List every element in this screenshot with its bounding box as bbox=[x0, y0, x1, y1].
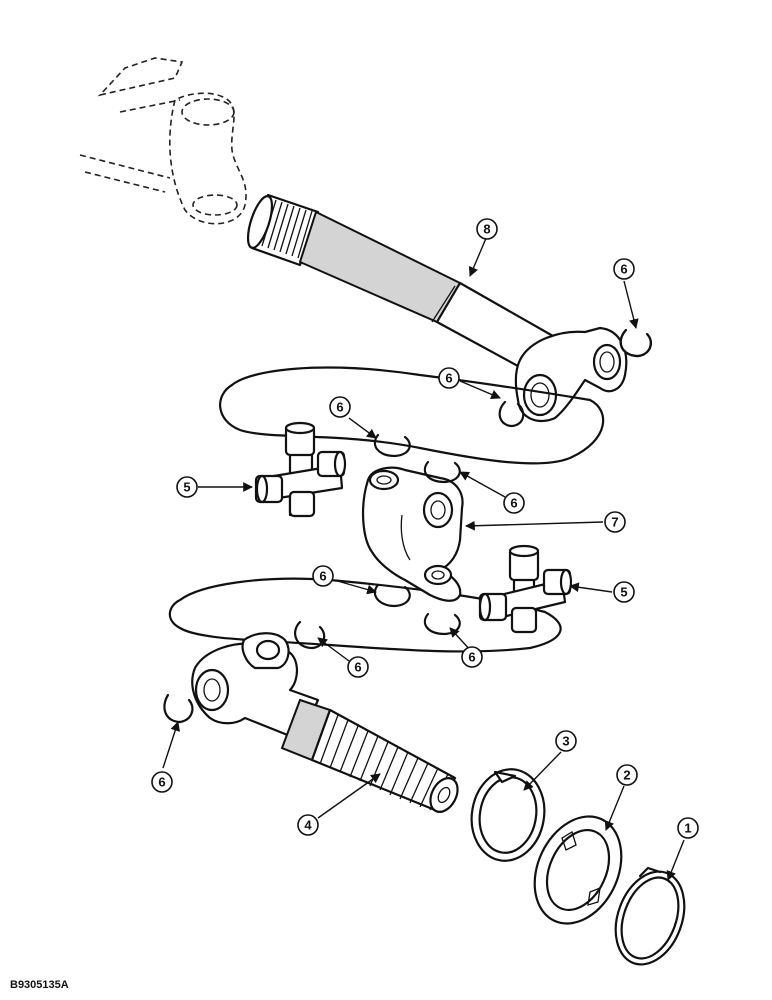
callout-6-e: 6 bbox=[312, 565, 334, 587]
callout-6-d: 6 bbox=[503, 492, 525, 514]
steering-knuckle-outline bbox=[79, 57, 247, 225]
callout-8: 8 bbox=[476, 218, 498, 240]
callout-3-label: 3 bbox=[562, 734, 569, 749]
callout-6-e-label: 6 bbox=[319, 569, 326, 584]
figure-reference-code: B9305135A bbox=[10, 979, 69, 991]
retaining-ring bbox=[614, 866, 686, 966]
callout-5-lower-label: 5 bbox=[620, 585, 627, 600]
universal-joint-cross-upper bbox=[254, 421, 347, 518]
callout-2-label: 2 bbox=[623, 768, 630, 783]
callout-6-b: 6 bbox=[438, 367, 460, 389]
callout-4: 4 bbox=[297, 814, 319, 836]
callout-6-h-label: 6 bbox=[158, 775, 165, 790]
callout-6-h: 6 bbox=[151, 771, 173, 793]
callout-4-label: 4 bbox=[304, 818, 312, 833]
outer-axle-shaft bbox=[191, 632, 459, 813]
retainer bbox=[533, 815, 623, 925]
callout-8-label: 8 bbox=[483, 222, 490, 237]
callout-6-d-label: 6 bbox=[510, 496, 517, 511]
callout-3: 3 bbox=[555, 730, 577, 752]
center-yoke bbox=[361, 466, 464, 602]
callout-1: 1 bbox=[677, 817, 699, 839]
callout-6-a-label: 6 bbox=[620, 262, 627, 277]
callout-7: 7 bbox=[604, 511, 626, 533]
callout-5-lower: 5 bbox=[613, 581, 635, 603]
universal-joint-cross-lower bbox=[478, 544, 573, 634]
leader-lines bbox=[162, 235, 685, 881]
upper-group-outline bbox=[219, 366, 605, 465]
callout-6-g: 6 bbox=[347, 656, 369, 678]
callout-5-upper-label: 5 bbox=[183, 480, 190, 495]
callout-6-c: 6 bbox=[329, 396, 351, 418]
callout-6-c-label: 6 bbox=[336, 400, 343, 415]
callout-2: 2 bbox=[616, 764, 638, 786]
inner-axle-shaft bbox=[246, 193, 628, 423]
callout-6-f-label: 6 bbox=[468, 650, 475, 665]
callout-6-f: 6 bbox=[461, 646, 483, 668]
callout-6-b-label: 6 bbox=[445, 371, 452, 386]
callout-7-label: 7 bbox=[611, 515, 618, 530]
thrust-washer bbox=[470, 768, 546, 862]
callout-6-g-label: 6 bbox=[354, 660, 361, 675]
callout-5-upper: 5 bbox=[176, 476, 198, 498]
callout-6-a: 6 bbox=[613, 258, 635, 280]
callout-1-label: 1 bbox=[684, 821, 691, 836]
